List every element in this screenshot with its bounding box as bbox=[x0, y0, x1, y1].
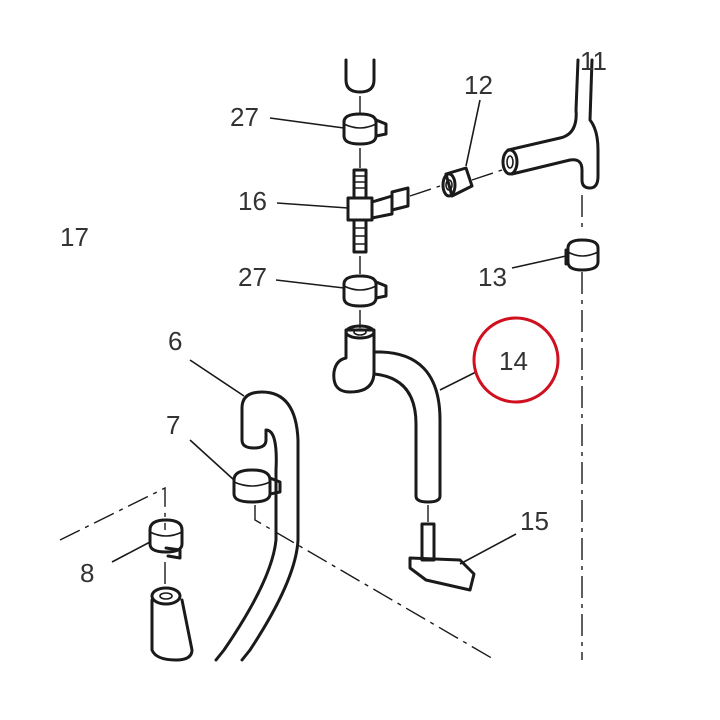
guide-16-12 bbox=[409, 185, 441, 197]
label-16: 16 bbox=[238, 186, 267, 216]
t-connector-16 bbox=[346, 168, 410, 254]
label-15: 15 bbox=[520, 506, 549, 536]
label-14: 14 bbox=[499, 346, 528, 376]
lower-hose bbox=[150, 562, 194, 662]
highlight-circle bbox=[472, 316, 560, 404]
clamp-8 bbox=[148, 518, 184, 560]
label-27-bottom: 27 bbox=[238, 262, 267, 292]
label-12: 12 bbox=[464, 70, 493, 100]
assembly-guide-lines bbox=[59, 195, 583, 661]
elbow-hose-11 bbox=[501, 58, 600, 190]
label-8: 8 bbox=[80, 558, 94, 588]
leader-lines bbox=[111, 99, 567, 565]
clamp-13 bbox=[564, 238, 600, 272]
label-13: 13 bbox=[478, 262, 507, 292]
fitting-15 bbox=[408, 522, 476, 592]
label-7: 7 bbox=[166, 410, 180, 440]
label-11: 11 bbox=[580, 46, 607, 76]
clamp-27-bottom bbox=[342, 274, 388, 308]
hose-6 bbox=[214, 390, 300, 662]
clamp-7 bbox=[232, 468, 282, 504]
top-tube bbox=[344, 58, 376, 115]
clamp-27-top bbox=[342, 112, 388, 146]
label-6: 6 bbox=[168, 326, 182, 356]
label-17: 17 bbox=[60, 222, 89, 252]
label-27-top: 27 bbox=[230, 102, 259, 132]
sleeve-12 bbox=[441, 166, 474, 198]
hose-14 bbox=[332, 324, 442, 504]
guide-12-11 bbox=[471, 169, 503, 181]
